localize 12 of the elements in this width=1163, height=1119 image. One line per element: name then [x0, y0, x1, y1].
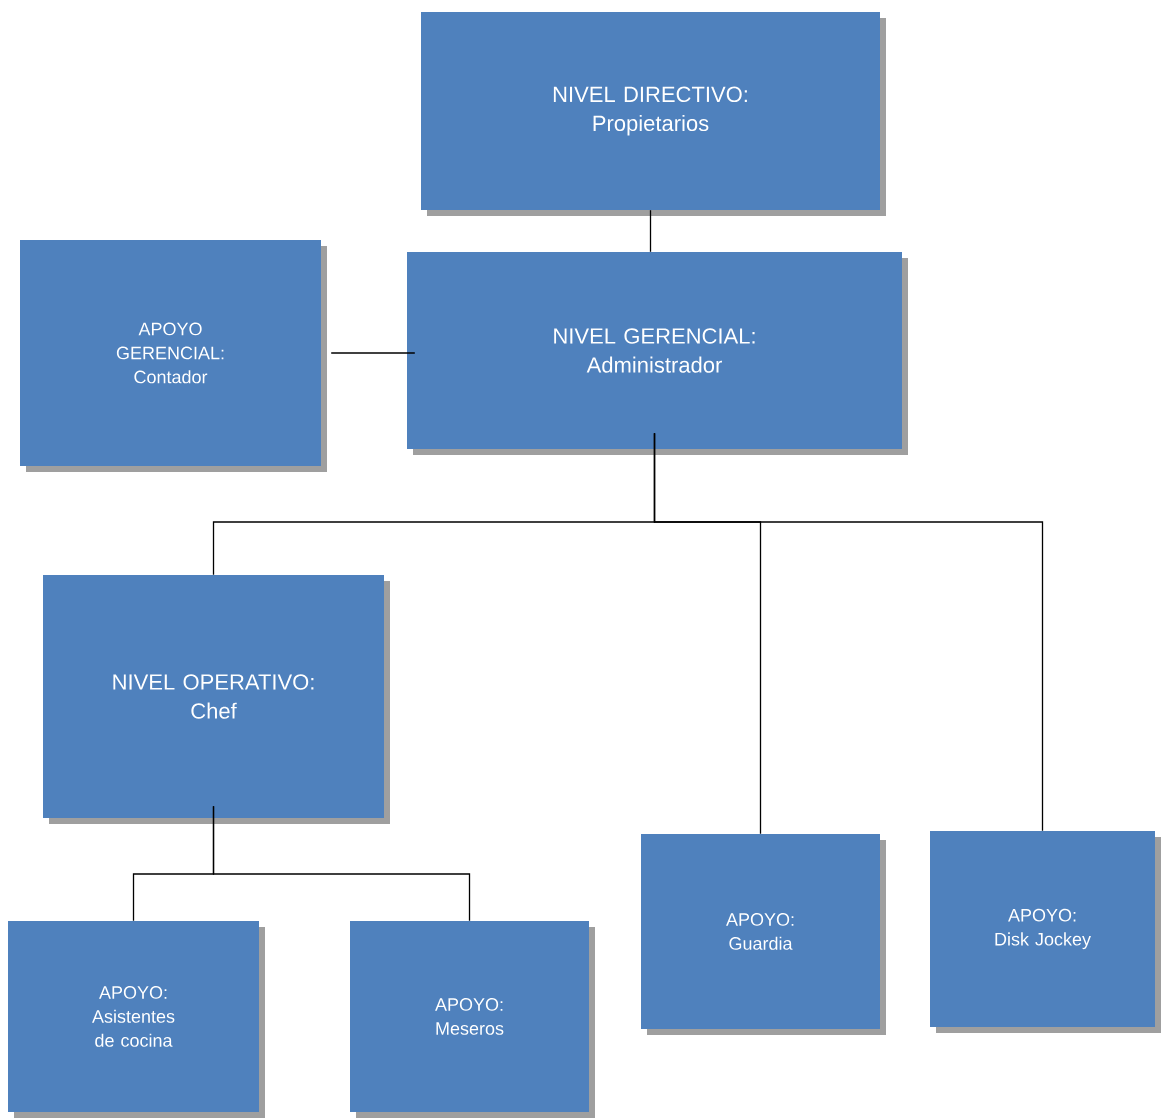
org-box: APOYO: Asistentes de cocina [8, 921, 265, 1118]
connector-line [212, 805, 471, 922]
connector-line [649, 209, 652, 253]
connector-line [330, 352, 416, 354]
org-box: APOYO GERENCIAL: Contador [20, 240, 327, 472]
org-box: NIVEL DIRECTIVO: Propietarios [421, 12, 886, 216]
org-box: NIVEL GERENCIAL: Administrador [407, 252, 908, 455]
org-box: NIVEL OPERATIVO: Chef [43, 575, 390, 824]
connector-line [653, 432, 1044, 832]
org-box: APOYO: Guardia [641, 834, 886, 1035]
org-box: APOYO: Meseros [350, 921, 595, 1118]
org-box: APOYO: Disk Jockey [930, 831, 1161, 1033]
